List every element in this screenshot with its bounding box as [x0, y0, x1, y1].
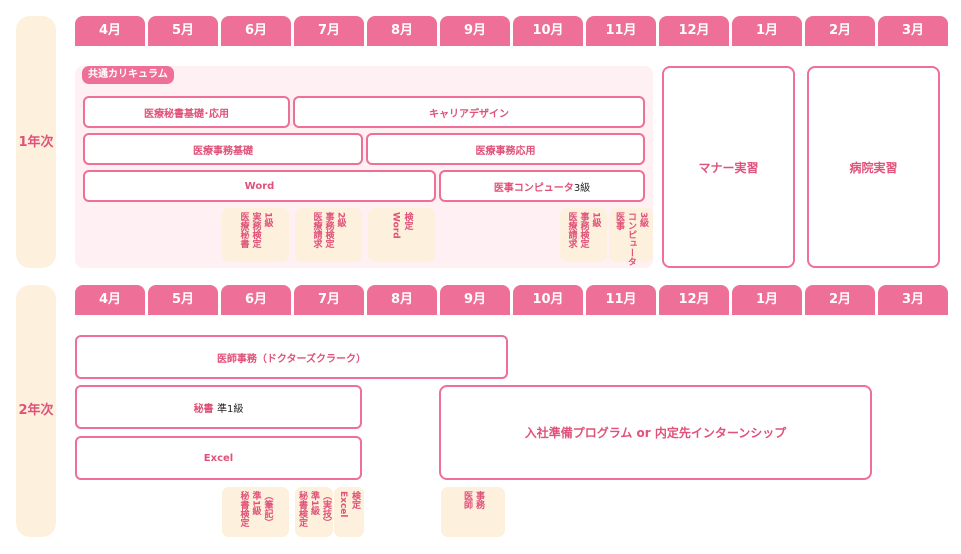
month-tab: 10月 — [513, 285, 583, 315]
year2-label: 2年次 — [18, 403, 54, 418]
month-tab: 3月 — [878, 16, 948, 46]
course-hisho-level: 準1級 — [217, 403, 244, 415]
cert-ishi-jimu: 医師 事務 — [441, 487, 505, 537]
year2-month-tabs: 4月 5月 6月 7月 8月 9月 10月 11月 12月 1月 2月 3月 — [75, 285, 948, 315]
month-tab: 7月 — [294, 285, 364, 315]
course-ishi-jimu: 医師事務（ドクターズクラーク） — [75, 335, 508, 379]
cert-line: 検定 — [402, 212, 413, 230]
course-excel: Excel — [75, 436, 362, 480]
course-hisho-label: 秘書 — [193, 403, 214, 415]
cert-line: 秘書検定 — [297, 491, 307, 527]
month-tab: 9月 — [440, 16, 510, 46]
month-tab: 1月 — [732, 16, 802, 46]
month-tab: 4月 — [75, 16, 145, 46]
cert-line: （筆記） — [262, 491, 273, 527]
month-tab: 6月 — [221, 16, 291, 46]
course-word: Word — [83, 170, 436, 202]
month-tab: 1月 — [732, 285, 802, 315]
year1-label: 1年次 — [18, 135, 54, 150]
month-tab: 12月 — [659, 285, 729, 315]
month-tab: 2月 — [805, 285, 875, 315]
month-tab: 8月 — [367, 16, 437, 46]
month-tab: 2月 — [805, 16, 875, 46]
month-tab: 9月 — [440, 285, 510, 315]
cert-word: Word 検定 — [368, 208, 435, 262]
cert-hisho-jun1-hikki: 秘書検定 準1級 （筆記） — [222, 487, 289, 537]
cert-line: Excel — [338, 491, 348, 518]
cert-line: 事務検定 — [323, 212, 334, 248]
manner-practice: マナー実習 — [662, 66, 795, 268]
cert-line: 1級 — [590, 212, 601, 228]
course-career-design: キャリアデザイン — [293, 96, 645, 128]
month-tab: 11月 — [586, 285, 656, 315]
month-tab: 8月 — [367, 285, 437, 315]
course-nyusha-junbi: 入社準備プログラム or 内定先インターンシップ — [439, 385, 872, 480]
cert-line: 準1級 — [309, 491, 319, 516]
cert-iji-computer-3kyu: 医事 コンピュータ 3級 — [609, 208, 653, 266]
month-tab: 5月 — [148, 16, 218, 46]
year2-band — [16, 285, 56, 537]
cert-iryo-seikyu-1kyu: 医療請求 事務検定 1級 — [560, 208, 607, 262]
course-hisho: 秘書 準1級 — [75, 385, 362, 429]
cert-line: Word — [390, 212, 401, 239]
cert-line: 医療請求 — [566, 212, 577, 248]
hospital-practice: 病院実習 — [807, 66, 940, 268]
cert-iryo-hisho-1kyu: 医療秘書 実務検定 1級 — [222, 208, 289, 262]
cert-iryo-seikyu-2kyu: 医療請求 事務検定 2級 — [295, 208, 362, 262]
year1-band — [16, 16, 56, 268]
cert-line: 事務検定 — [578, 212, 589, 248]
cert-hisho-jun1-jitsugi: 秘書検定 準1級 （実技） — [295, 487, 333, 537]
month-tab: 12月 — [659, 16, 729, 46]
cert-line: 秘書検定 — [238, 491, 249, 527]
cert-line: 事務 — [474, 491, 484, 509]
course-iji-computer-level: 3級 — [573, 182, 591, 194]
cert-line: コンピュータ — [626, 212, 636, 266]
year1-month-tabs: 4月 5月 6月 7月 8月 9月 10月 11月 12月 1月 2月 3月 — [75, 16, 948, 46]
month-tab: 5月 — [148, 285, 218, 315]
cert-line: 1級 — [262, 212, 273, 228]
cert-line: 医事 — [614, 212, 624, 230]
month-tab: 11月 — [586, 16, 656, 46]
cert-line: 医療請求 — [311, 212, 322, 248]
month-tab: 4月 — [75, 285, 145, 315]
cert-line: （実技） — [321, 491, 331, 527]
course-iryo-hisho-kiso: 医療秘書基礎･応用 — [83, 96, 290, 128]
cert-line: 検定 — [350, 491, 360, 509]
cert-line: 準1級 — [250, 491, 261, 516]
month-tab: 10月 — [513, 16, 583, 46]
cert-line: 3級 — [638, 212, 648, 228]
cert-line: 2級 — [335, 212, 346, 228]
common-curriculum-chip: 共通カリキュラム — [82, 66, 174, 84]
cert-line: 医師 — [462, 491, 472, 509]
month-tab: 3月 — [878, 285, 948, 315]
month-tab: 6月 — [221, 285, 291, 315]
month-tab: 7月 — [294, 16, 364, 46]
cert-excel: Excel 検定 — [334, 487, 364, 537]
course-iryo-jimu-oyo: 医療事務応用 — [366, 133, 645, 165]
cert-line: 医療秘書 — [238, 212, 249, 248]
cert-line: 実務検定 — [250, 212, 261, 248]
course-iji-computer-label: 医事コンピュータ — [493, 182, 574, 194]
course-iryo-jimu-kiso: 医療事務基礎 — [83, 133, 363, 165]
